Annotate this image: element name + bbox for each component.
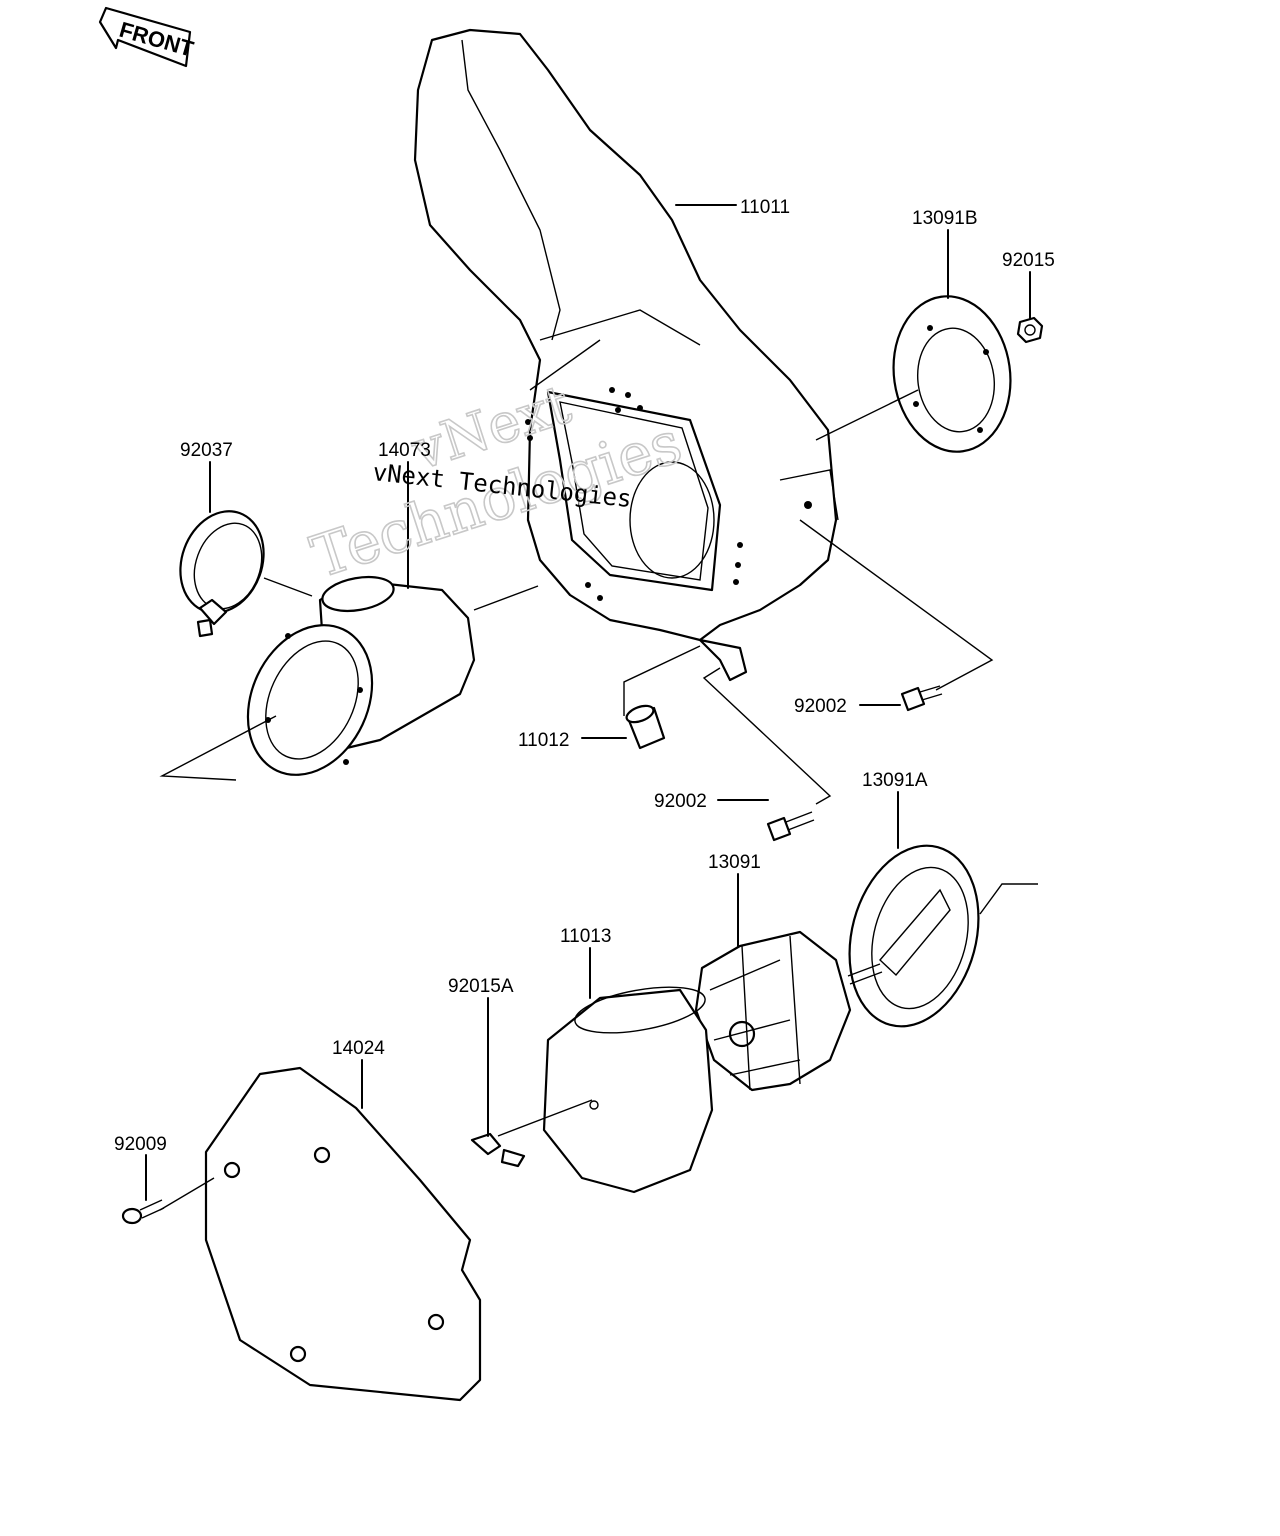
wing-nut-92015a	[470, 1132, 526, 1168]
callout-14024: 14024	[332, 1038, 385, 1059]
screw-92009	[121, 1199, 165, 1225]
callout-92002-lower: 92002	[654, 791, 707, 812]
nut-92015	[1016, 316, 1044, 344]
leader-lines	[145, 204, 1038, 1211]
callout-13091b: 13091B	[912, 208, 978, 229]
callout-13091: 13091	[708, 852, 761, 873]
bolt-92002-lower	[766, 811, 815, 842]
front-arrow-tag: FRONT	[98, 6, 197, 68]
callout-92002-upper: 92002	[794, 696, 847, 717]
air-duct-housing-11011	[413, 28, 839, 682]
bolt-92002-upper	[900, 685, 943, 712]
gasket-13091b	[892, 295, 1012, 453]
callout-11012: 11012	[518, 730, 569, 751]
callout-14073: 14073	[378, 440, 431, 461]
drain-cap-11012	[625, 704, 666, 750]
callout-92015: 92015	[1002, 250, 1055, 271]
filter-plate-13091a	[847, 844, 980, 1028]
callout-labels: 11011 13091B 92015 92037 14073 92002 110…	[114, 197, 1055, 1155]
filter-element-11013	[542, 986, 714, 1194]
filter-cage-13091	[694, 930, 852, 1092]
intake-funnel-14073	[246, 575, 476, 776]
callout-11013: 11013	[560, 926, 611, 947]
callout-92037: 92037	[180, 440, 233, 461]
callout-11011: 11011	[740, 197, 790, 218]
callout-92015a: 92015A	[448, 976, 514, 997]
callout-13091a: 13091A	[862, 770, 928, 791]
cover-14024	[204, 1066, 482, 1402]
clamp-92037	[179, 510, 265, 638]
callout-92009: 92009	[114, 1134, 167, 1155]
